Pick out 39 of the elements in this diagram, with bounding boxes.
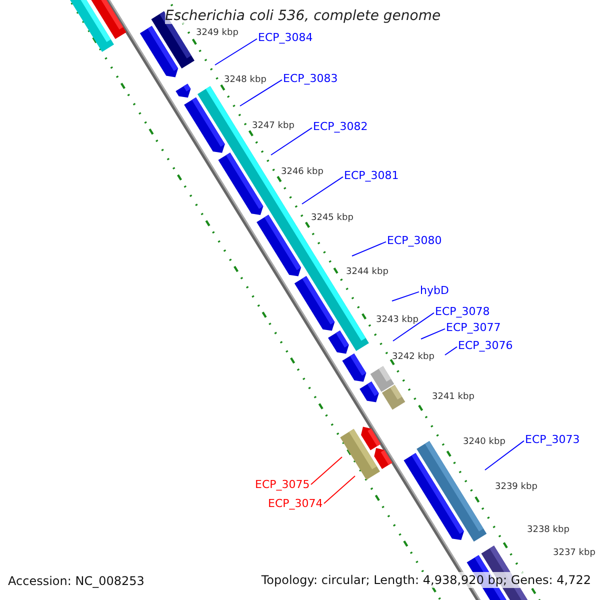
scale-label: 3244 kbp bbox=[346, 267, 388, 277]
leader-line bbox=[484, 440, 524, 470]
gene-label: ECP_3076 bbox=[458, 339, 513, 352]
accession-text: Accession: NC_008253 bbox=[8, 574, 144, 588]
scale-label: 3249 kbp bbox=[196, 28, 238, 38]
leader-line bbox=[302, 176, 344, 204]
scale-label: 3240 kbp bbox=[463, 437, 506, 447]
leader-line bbox=[420, 328, 446, 340]
gene-label: ECP_3082 bbox=[313, 120, 368, 133]
gene-label: ECP_3075 bbox=[255, 478, 310, 491]
leader-line bbox=[240, 79, 282, 106]
gene-label: ECP_3078 bbox=[435, 305, 490, 318]
gene-label: ECP_3083 bbox=[283, 72, 338, 85]
scale-label: 3241 kbp bbox=[432, 392, 474, 402]
scale-label: 3237 kbp bbox=[553, 548, 596, 558]
leader-line bbox=[352, 241, 386, 256]
scale-label: 3245 kbp bbox=[311, 213, 354, 223]
leader-line bbox=[324, 476, 356, 504]
leader-line bbox=[214, 38, 258, 66]
leader-line bbox=[270, 127, 312, 156]
gene-label: ECP_3077 bbox=[446, 321, 501, 334]
map-title: Escherichia coli 536, complete genome bbox=[165, 8, 441, 24]
scale-label: 3247 kbp bbox=[252, 121, 294, 131]
gene-label: hybD bbox=[420, 284, 449, 297]
gene-label: ECP_3080 bbox=[387, 234, 442, 247]
scale-label: 3238 kbp bbox=[527, 525, 570, 535]
leader-line bbox=[392, 312, 434, 342]
leader-line bbox=[444, 346, 458, 356]
gene-label: ECP_3074 bbox=[268, 497, 323, 510]
scale-label: 3246 kbp bbox=[281, 167, 324, 177]
leader-line bbox=[392, 291, 420, 302]
scale-label: 3242 kbp bbox=[392, 352, 434, 362]
scale-label: 3239 kbp bbox=[495, 482, 538, 492]
scale-label: 3248 kbp bbox=[224, 75, 266, 85]
scale-label: 3243 kbp bbox=[376, 315, 418, 325]
leader-line bbox=[310, 456, 342, 485]
gene-label: ECP_3081 bbox=[344, 169, 399, 182]
gene-label: ECP_3084 bbox=[258, 31, 313, 44]
gene-label: ECP_3073 bbox=[525, 433, 580, 446]
